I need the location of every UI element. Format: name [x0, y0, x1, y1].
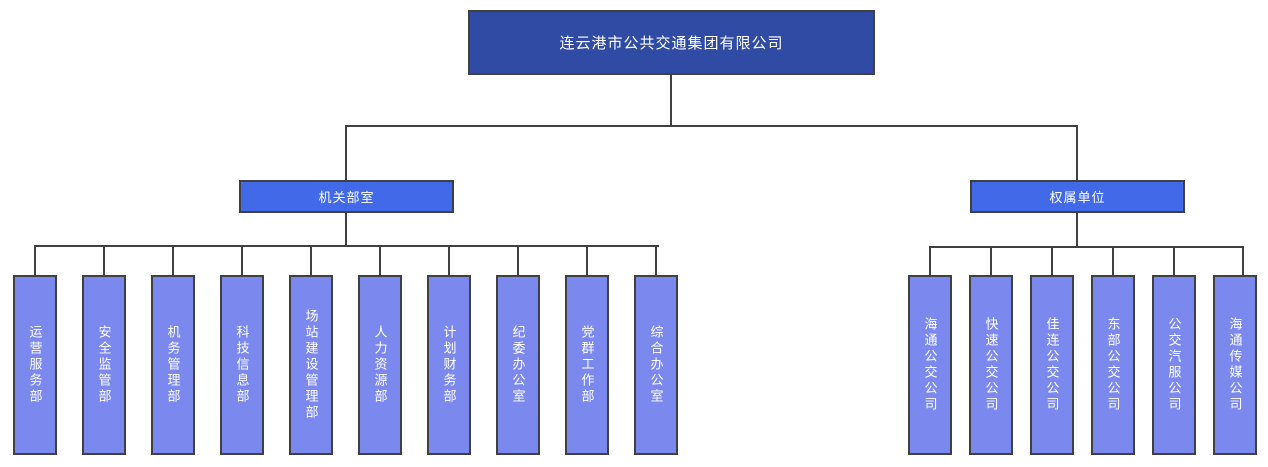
org-node-dept-8[interactable]: 纪委办公室 — [496, 275, 540, 455]
org-node-dept-4-label: 科技信息部 — [234, 325, 250, 405]
connector-departments-stem — [345, 213, 347, 246]
org-node-subsidiary-3[interactable]: 佳连公交公司 — [1030, 275, 1074, 455]
org-node-dept-1-label: 运营服务部 — [27, 325, 43, 405]
connector-root-stem — [670, 75, 672, 126]
org-node-subsidiary-4-label: 东部公交公司 — [1105, 317, 1121, 413]
org-node-dept-1[interactable]: 运营服务部 — [13, 275, 57, 455]
connector-dept-drop-5 — [310, 245, 312, 275]
org-node-subsidiary-5-label: 公交汽服公司 — [1166, 317, 1182, 413]
connector-dept-drop-4 — [241, 245, 243, 275]
org-node-dept-9[interactable]: 党群工作部 — [565, 275, 609, 455]
org-node-dept-3-label: 机务管理部 — [165, 325, 181, 405]
org-node-dept-2[interactable]: 安全监管部 — [82, 275, 126, 455]
connector-root-bus — [345, 125, 1077, 127]
org-node-subsidiary-2[interactable]: 快速公交公司 — [969, 275, 1013, 455]
connector-subsidiaries-bus — [929, 246, 1243, 248]
org-node-dept-9-label: 党群工作部 — [579, 325, 595, 405]
org-node-root[interactable]: 连云港市公共交通集团有限公司 — [468, 10, 875, 75]
connector-sub-drop-2 — [990, 246, 992, 275]
org-node-branch-subsidiaries[interactable]: 权属单位 — [970, 180, 1185, 213]
org-node-subsidiary-4[interactable]: 东部公交公司 — [1091, 275, 1135, 455]
org-node-dept-6-label: 人力资源部 — [372, 325, 388, 405]
org-node-dept-4[interactable]: 科技信息部 — [220, 275, 264, 455]
org-node-branch-departments[interactable]: 机关部室 — [239, 180, 454, 213]
org-node-dept-2-label: 安全监管部 — [96, 325, 112, 405]
org-node-subsidiary-6[interactable]: 海通传媒公司 — [1213, 275, 1257, 455]
connector-sub-drop-1 — [929, 246, 931, 275]
connector-dept-drop-9 — [586, 245, 588, 275]
connector-departments-bus — [34, 245, 659, 247]
connector-dept-drop-7 — [448, 245, 450, 275]
org-node-dept-10-label: 综合办公室 — [648, 325, 664, 405]
connector-subsidiaries-stem — [1076, 213, 1078, 247]
org-node-subsidiary-1[interactable]: 海通公交公司 — [908, 275, 952, 455]
connector-branch2-drop — [1076, 125, 1078, 180]
org-node-dept-7-label: 计划财务部 — [441, 325, 457, 405]
connector-sub-drop-3 — [1051, 246, 1053, 275]
connector-dept-drop-1 — [34, 245, 36, 275]
org-node-dept-8-label: 纪委办公室 — [510, 325, 526, 405]
org-node-dept-7[interactable]: 计划财务部 — [427, 275, 471, 455]
org-node-subsidiary-5[interactable]: 公交汽服公司 — [1152, 275, 1196, 455]
connector-dept-drop-8 — [517, 245, 519, 275]
org-node-branch-departments-label: 机关部室 — [318, 190, 375, 205]
connector-sub-drop-5 — [1173, 246, 1175, 275]
connector-dept-drop-6 — [379, 245, 381, 275]
org-node-subsidiary-1-label: 海通公交公司 — [922, 317, 938, 413]
org-node-dept-10[interactable]: 综合办公室 — [634, 275, 678, 455]
org-node-root-label: 连云港市公共交通集团有限公司 — [559, 35, 784, 52]
connector-dept-drop-3 — [172, 245, 174, 275]
org-node-subsidiary-3-label: 佳连公交公司 — [1044, 317, 1060, 413]
org-node-dept-6[interactable]: 人力资源部 — [358, 275, 402, 455]
org-node-dept-3[interactable]: 机务管理部 — [151, 275, 195, 455]
org-node-subsidiary-2-label: 快速公交公司 — [983, 317, 999, 413]
connector-dept-drop-2 — [103, 245, 105, 275]
org-node-subsidiary-6-label: 海通传媒公司 — [1227, 317, 1243, 413]
connector-sub-drop-6 — [1242, 246, 1244, 275]
org-node-dept-5-label: 场站建设管理部 — [303, 309, 319, 421]
connector-sub-drop-4 — [1112, 246, 1114, 275]
org-node-dept-5[interactable]: 场站建设管理部 — [289, 275, 333, 455]
connector-branch1-drop — [345, 125, 347, 180]
org-node-branch-subsidiaries-label: 权属单位 — [1049, 190, 1106, 205]
connector-dept-drop-10 — [655, 245, 657, 275]
